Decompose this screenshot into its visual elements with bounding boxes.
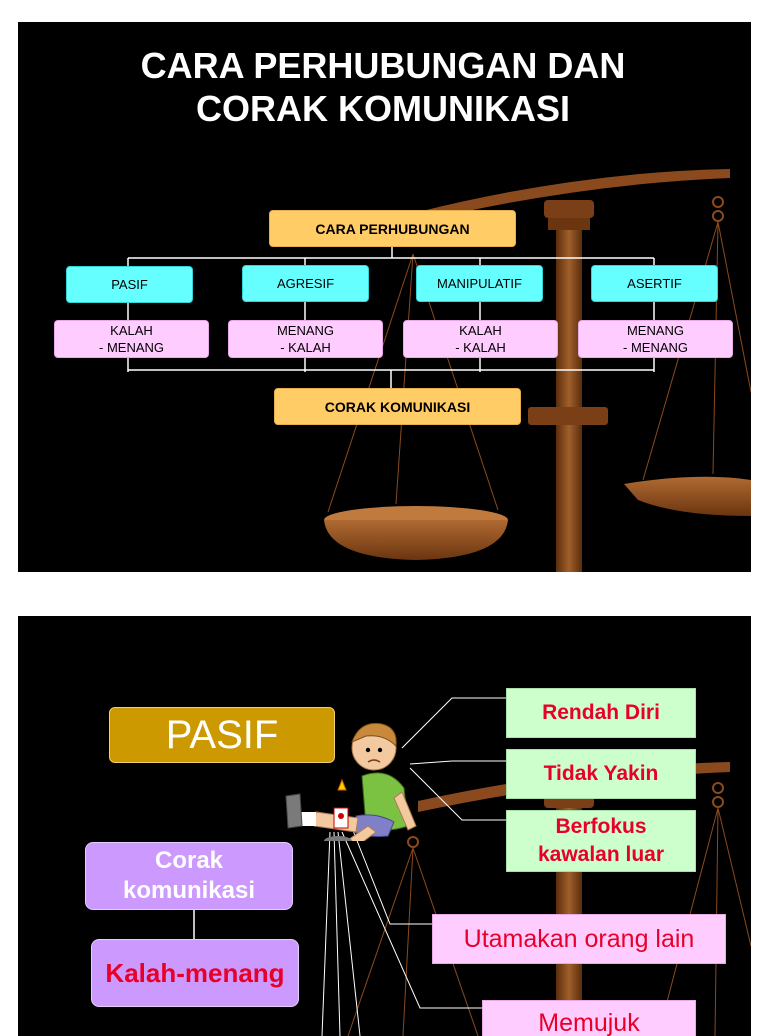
node-asertif: ASERTIF — [591, 265, 718, 302]
corak-komunikasi-box: Corak komunikasi — [85, 842, 293, 910]
node-manipulatif: MANIPULATIF — [416, 265, 543, 302]
trait-berfokus-line-2: kawalan luar — [537, 843, 665, 866]
trait-tidak-yakin: Tidak Yakin — [506, 749, 696, 799]
trait-rendah-diri-text: Rendah Diri — [542, 701, 660, 724]
result-pasif-line-2: - MENANG — [99, 340, 164, 355]
result-manipulatif-line-2: - KALAH — [455, 340, 506, 355]
slide-cara-perhubungan: CARA PERHUBUNGAN DAN CORAK KOMUNIKASI CA… — [18, 22, 751, 572]
result-manipulatif: KALAH - KALAH — [403, 320, 558, 358]
corak-line-2: komunikasi — [122, 877, 256, 904]
slide-title: CARA PERHUBUNGAN DAN CORAK KOMUNIKASI — [58, 44, 708, 130]
node-pasif: PASIF — [66, 266, 193, 303]
result-asertif: MENANG - MENANG — [578, 320, 733, 358]
trait-rendah-diri: Rendah Diri — [506, 688, 696, 738]
result-pasif-line-1: KALAH — [110, 323, 153, 338]
result-agresif-line-1: MENANG — [276, 323, 335, 338]
result-agresif-line-2: - KALAH — [280, 340, 331, 355]
corak-line-1: Corak — [154, 847, 224, 874]
title-line-1: CARA PERHUBUNGAN DAN — [140, 45, 626, 86]
trait-berfokus-kawalan-luar: Berfokus kawalan luar — [506, 810, 696, 872]
node-corak-komunikasi: CORAK KOMUNIKASI — [274, 388, 521, 425]
kalah-menang-box: Kalah-menang — [91, 939, 299, 1007]
title-line-2: CORAK KOMUNIKASI — [196, 88, 570, 129]
behaviour-utamakan-orang-lain: Utamakan orang lain — [432, 914, 726, 964]
node-cara-perhubungan: CARA PERHUBUNGAN — [269, 210, 516, 247]
trait-tidak-yakin-text: Tidak Yakin — [543, 762, 659, 785]
trait-berfokus-line-1: Berfokus — [555, 815, 647, 838]
slide-pasif: PASIF Corak komunikasi Kalah-menang Rend… — [18, 616, 751, 1036]
injured-boy-illustration — [285, 722, 417, 841]
behaviour-memujuk: Memujuk — [482, 1000, 696, 1036]
pasif-heading: PASIF — [109, 707, 335, 763]
node-agresif: AGRESIF — [242, 265, 369, 302]
result-asertif-line-2: - MENANG — [623, 340, 688, 355]
result-asertif-line-1: MENANG — [626, 323, 685, 338]
result-manipulatif-line-1: KALAH — [459, 323, 502, 338]
result-agresif: MENANG - KALAH — [228, 320, 383, 358]
result-pasif: KALAH - MENANG — [54, 320, 209, 358]
